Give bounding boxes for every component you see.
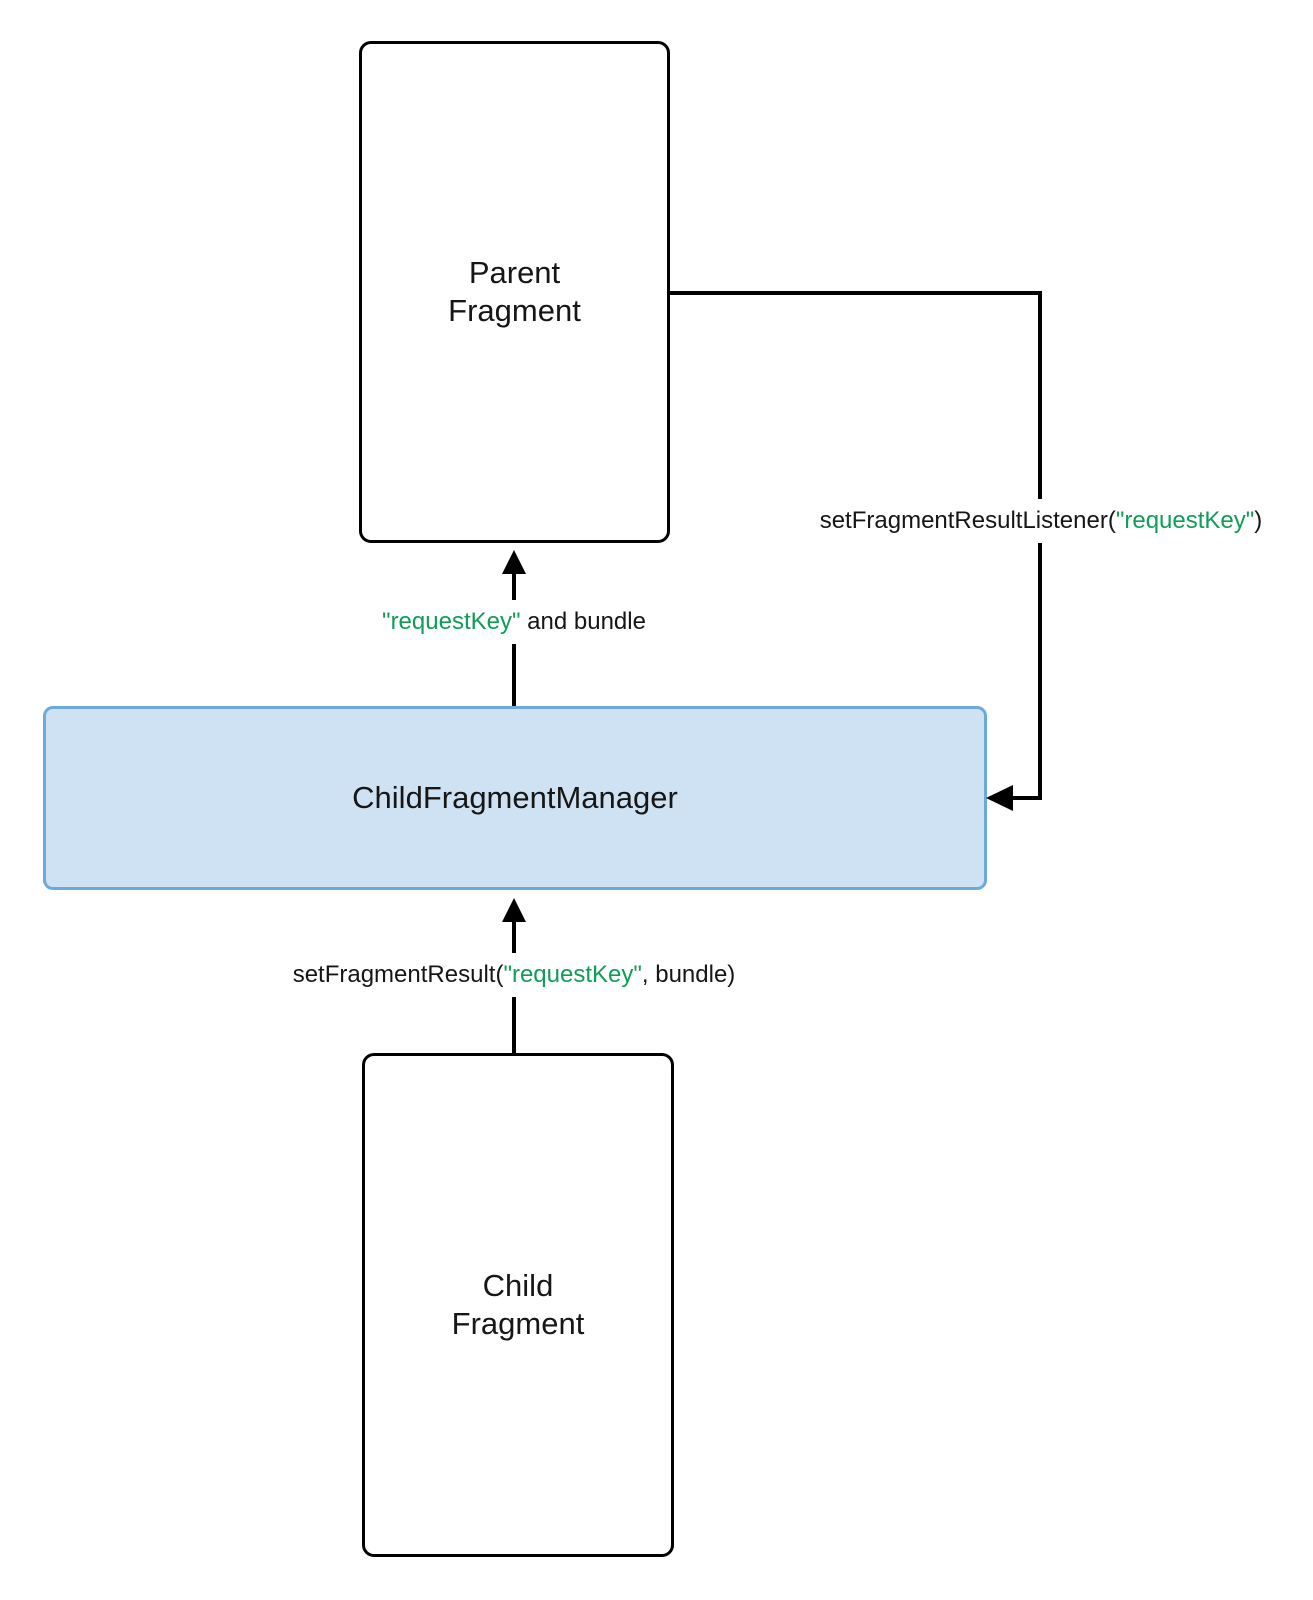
set-result-arrowhead-up-icon bbox=[502, 898, 526, 922]
annotation-set-fragment-result: setFragmentResult("requestKey", bundle) bbox=[282, 953, 746, 997]
annotation-set-result-prefix: setFragmentResult( bbox=[292, 961, 504, 988]
annotation-set-result-request-key: "requestKey" bbox=[503, 961, 642, 988]
annotation-requestkey-and-bundle: "requestKey" and bundle bbox=[372, 600, 656, 644]
parent-fragment-label-line1: Parent bbox=[468, 255, 561, 290]
deliver-arrowhead-up-icon bbox=[502, 550, 526, 574]
child-fragment-manager-box: ChildFragmentManager bbox=[43, 706, 987, 890]
listener-connector-horizontal-segment bbox=[670, 291, 1042, 295]
listener-connector-elbow-segment bbox=[1012, 796, 1040, 800]
listener-arrowhead-left-icon bbox=[986, 785, 1013, 811]
child-fragment-manager-label: ChildFragmentManager bbox=[352, 780, 678, 815]
listener-connector-vertical-segment bbox=[1038, 291, 1042, 800]
annotation-listener-request-key: "requestKey" bbox=[1115, 507, 1255, 534]
annotation-set-fragment-result-listener: setFragmentResultListener("requestKey") bbox=[809, 499, 1273, 543]
child-fragment-box: Child Fragment bbox=[362, 1053, 674, 1557]
annotation-listener-prefix: setFragmentResultListener( bbox=[819, 507, 1116, 534]
parent-fragment-label-line2: Fragment bbox=[448, 293, 581, 328]
annotation-deliver-request-key: "requestKey" bbox=[382, 608, 521, 635]
annotation-set-result-suffix: , bundle) bbox=[641, 961, 736, 988]
child-fragment-label-line2: Fragment bbox=[451, 1306, 585, 1341]
parent-fragment-box: Parent Fragment bbox=[359, 41, 670, 543]
child-fragment-label-line1: Child bbox=[482, 1268, 554, 1303]
annotation-listener-suffix: ) bbox=[1254, 507, 1263, 534]
annotation-deliver-suffix: and bundle bbox=[520, 608, 646, 635]
